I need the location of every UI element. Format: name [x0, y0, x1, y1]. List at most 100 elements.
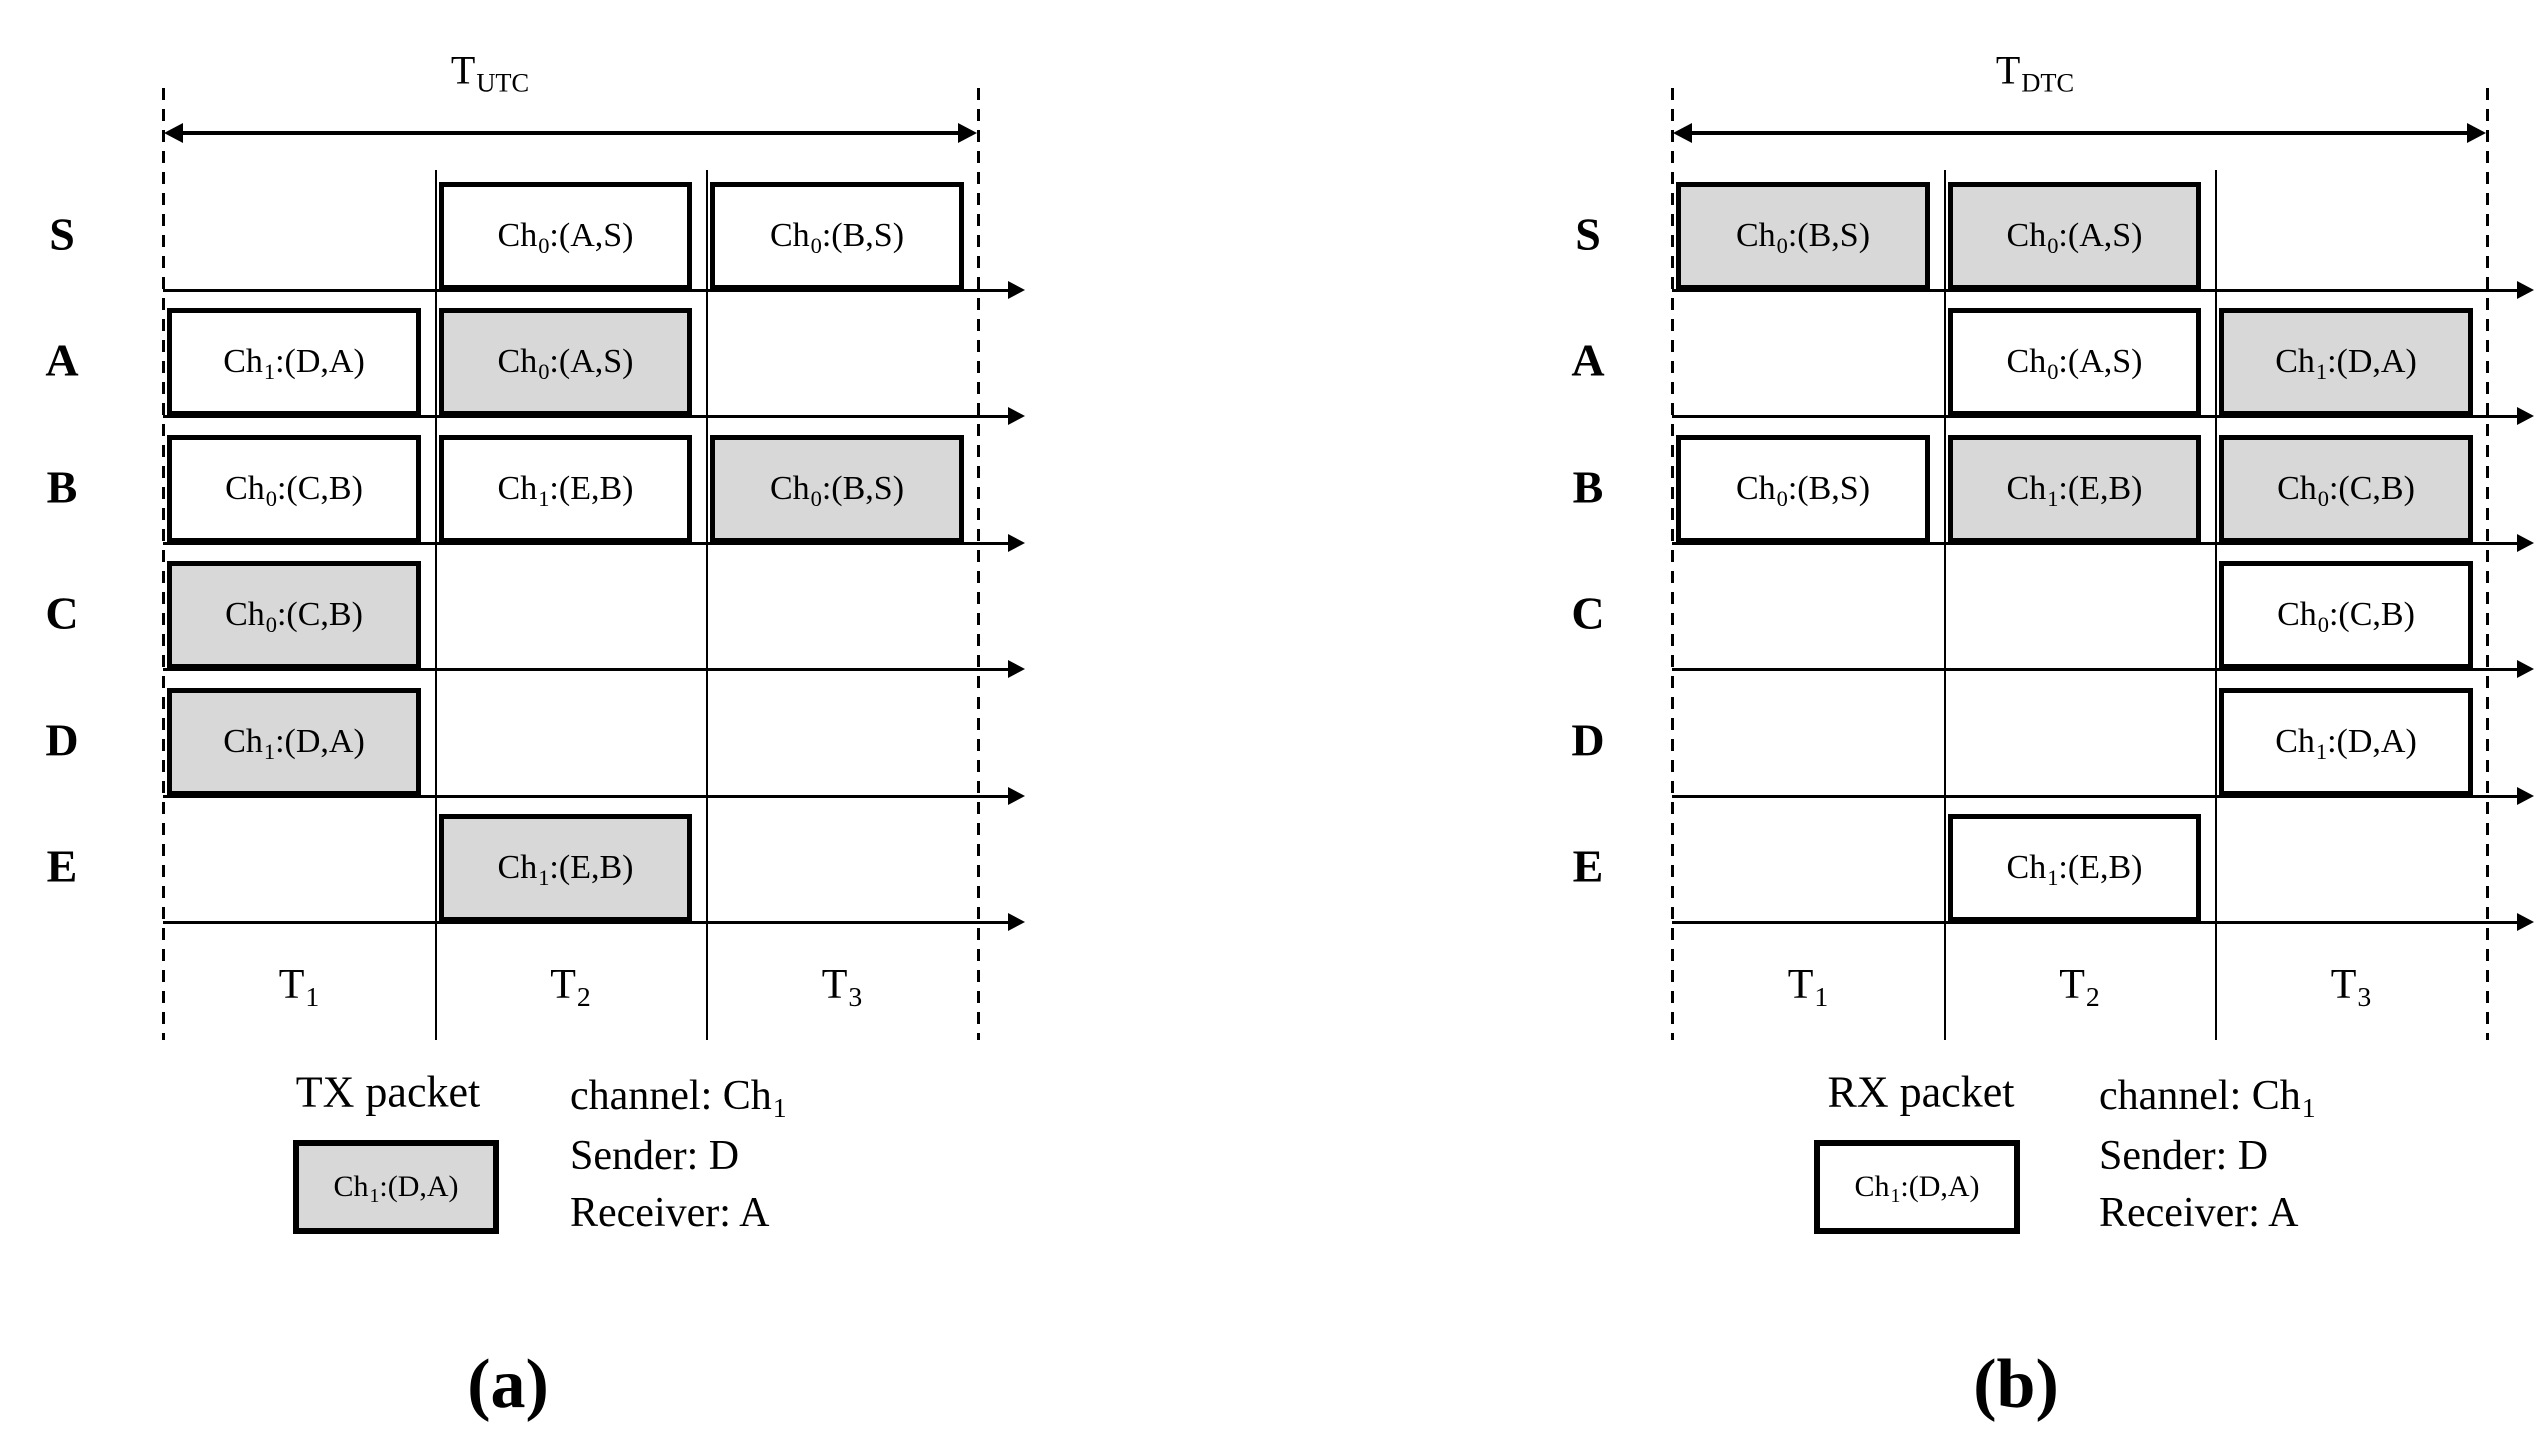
label-text: Ch	[2275, 343, 2315, 380]
period-arrowhead-left-icon-b	[1673, 123, 1692, 143]
label-subscript: 1	[263, 358, 276, 384]
row-timeline-axis-E-b	[1672, 921, 2517, 924]
packet-label: Ch0:(A,S)	[2006, 217, 2143, 258]
packet-box-B-T1-a: Ch0:(C,B)	[167, 435, 421, 543]
label-subscript: UTC	[476, 67, 530, 98]
row-timeline-axis-B-b	[1672, 542, 2517, 545]
legend-sample-packet-box-b: Ch1:(D,A)	[1814, 1140, 2020, 1234]
packet-label: Ch0:(C,B)	[2277, 470, 2415, 511]
label-text: E	[46, 840, 78, 892]
label-subscript: 3	[848, 981, 863, 1013]
packet-box-S-T2-b: Ch0:(A,S)	[1948, 182, 2201, 290]
packet-label: Ch0:(B,S)	[1736, 470, 1871, 511]
packet-label: Ch0:(C,B)	[225, 470, 363, 511]
packet-label: Ch1:(E,B)	[2007, 470, 2143, 511]
label-text: Ch	[225, 470, 265, 507]
row-label-B-a: B	[47, 461, 78, 514]
row-label-E-b: E	[1573, 840, 1604, 893]
packet-box-A-T2-a: Ch0:(A,S)	[439, 308, 692, 416]
slot-boundary-line-1-b	[1944, 170, 1946, 1040]
label-text: T	[2330, 962, 2357, 1008]
label-subscript: 0	[265, 485, 277, 511]
row-axis-arrowhead-icon-D-a	[1008, 787, 1025, 805]
label-subscript: 1	[538, 864, 550, 890]
row-axis-arrowhead-icon-A-b	[2517, 407, 2534, 425]
label-subscript: 0	[810, 485, 822, 511]
label-text: Ch	[769, 217, 810, 254]
label-text: Ch	[497, 343, 538, 380]
row-axis-arrowhead-icon-A-a	[1008, 407, 1025, 425]
period-arrowhead-left-icon-a	[164, 123, 183, 143]
row-timeline-axis-D-a	[163, 795, 1008, 798]
row-timeline-axis-B-a	[163, 542, 1008, 545]
label-subscript: 1	[1890, 1184, 1901, 1207]
label-text: T	[1787, 962, 1814, 1008]
label-text: Ch	[2006, 849, 2047, 886]
label-text: Ch	[2277, 596, 2317, 633]
packet-label: Ch0:(C,B)	[2277, 596, 2415, 637]
row-axis-arrowhead-icon-E-a	[1008, 913, 1025, 931]
label-text: C	[1571, 587, 1605, 639]
label-text: Ch	[1735, 217, 1776, 254]
legend-detail-line: Sender: D	[570, 1128, 787, 1185]
row-label-A-a: A	[45, 334, 78, 387]
label-text: T	[821, 962, 848, 1008]
label-subscript: 0	[538, 358, 550, 384]
row-label-D-a: D	[45, 714, 78, 767]
label-text: A	[1571, 334, 1605, 386]
label-subscript: 0	[2047, 358, 2059, 384]
row-axis-arrowhead-icon-C-a	[1008, 660, 1025, 678]
label-text: Receiver: A	[2099, 1190, 2299, 1236]
label-text: Ch	[2006, 217, 2047, 254]
packet-label: Ch1:(D,A)	[223, 723, 365, 764]
row-label-A-b: A	[1571, 334, 1604, 387]
label-suffix: :(B,S)	[1787, 470, 1871, 507]
period-span-arrow-b	[1678, 131, 2481, 135]
label-subscript: 0	[1776, 232, 1788, 258]
label-subscript: 1	[1814, 981, 1829, 1013]
row-timeline-axis-C-a	[163, 668, 1008, 671]
label-text: Ch	[225, 596, 265, 633]
label-text: Ch	[2006, 343, 2047, 380]
label-text: D	[1571, 714, 1605, 766]
label-text: Sender: D	[570, 1133, 740, 1179]
label-subscript: 1	[305, 981, 320, 1013]
legend-sample-packet-label: Ch1:(D,A)	[333, 1170, 458, 1207]
slot-label-T1-a: T1	[278, 961, 320, 1013]
slot-label-T1-b: T1	[1787, 961, 1829, 1013]
label-suffix: :(A,S)	[2058, 343, 2143, 380]
row-label-D-b: D	[1571, 714, 1604, 767]
label-text: T	[278, 962, 305, 1008]
label-subscript: 1	[538, 485, 550, 511]
packet-box-B-T2-a: Ch1:(E,B)	[439, 435, 692, 543]
label-text: channel: Ch	[570, 1073, 772, 1119]
label-text: B	[1572, 461, 1604, 513]
label-text: A	[45, 334, 79, 386]
row-axis-arrowhead-icon-E-b	[2517, 913, 2534, 931]
row-axis-arrowhead-icon-S-a	[1008, 281, 1025, 299]
packet-label: Ch0:(A,S)	[497, 343, 634, 384]
label-text: Ch	[497, 217, 538, 254]
label-subscript: 0	[2317, 611, 2329, 637]
row-timeline-axis-C-b	[1672, 668, 2517, 671]
label-text: Sender: D	[2099, 1133, 2269, 1179]
label-suffix: :(C,B)	[2328, 596, 2415, 633]
label-text: B	[46, 461, 78, 513]
packet-box-B-T3-b: Ch0:(C,B)	[2219, 435, 2473, 543]
packet-label: Ch0:(B,S)	[770, 470, 905, 511]
row-timeline-axis-S-a	[163, 289, 1008, 292]
label-subscript: 0	[1776, 485, 1788, 511]
row-axis-arrowhead-icon-D-b	[2517, 787, 2534, 805]
row-timeline-axis-S-b	[1672, 289, 2517, 292]
packet-label: Ch0:(B,S)	[1735, 217, 1871, 258]
label-suffix: :(D,A)	[2327, 343, 2417, 380]
label-suffix: :(B,S)	[1787, 217, 1871, 254]
label-text: E	[1572, 840, 1604, 892]
label-subscript: DTC	[2021, 67, 2075, 98]
label-suffix: :(B,S)	[821, 470, 905, 507]
label-suffix: :(A,S)	[549, 217, 634, 254]
label-text: Receiver: A	[570, 1190, 770, 1236]
label-suffix: :(C,B)	[276, 470, 363, 507]
label-subscript: 0	[810, 232, 822, 258]
